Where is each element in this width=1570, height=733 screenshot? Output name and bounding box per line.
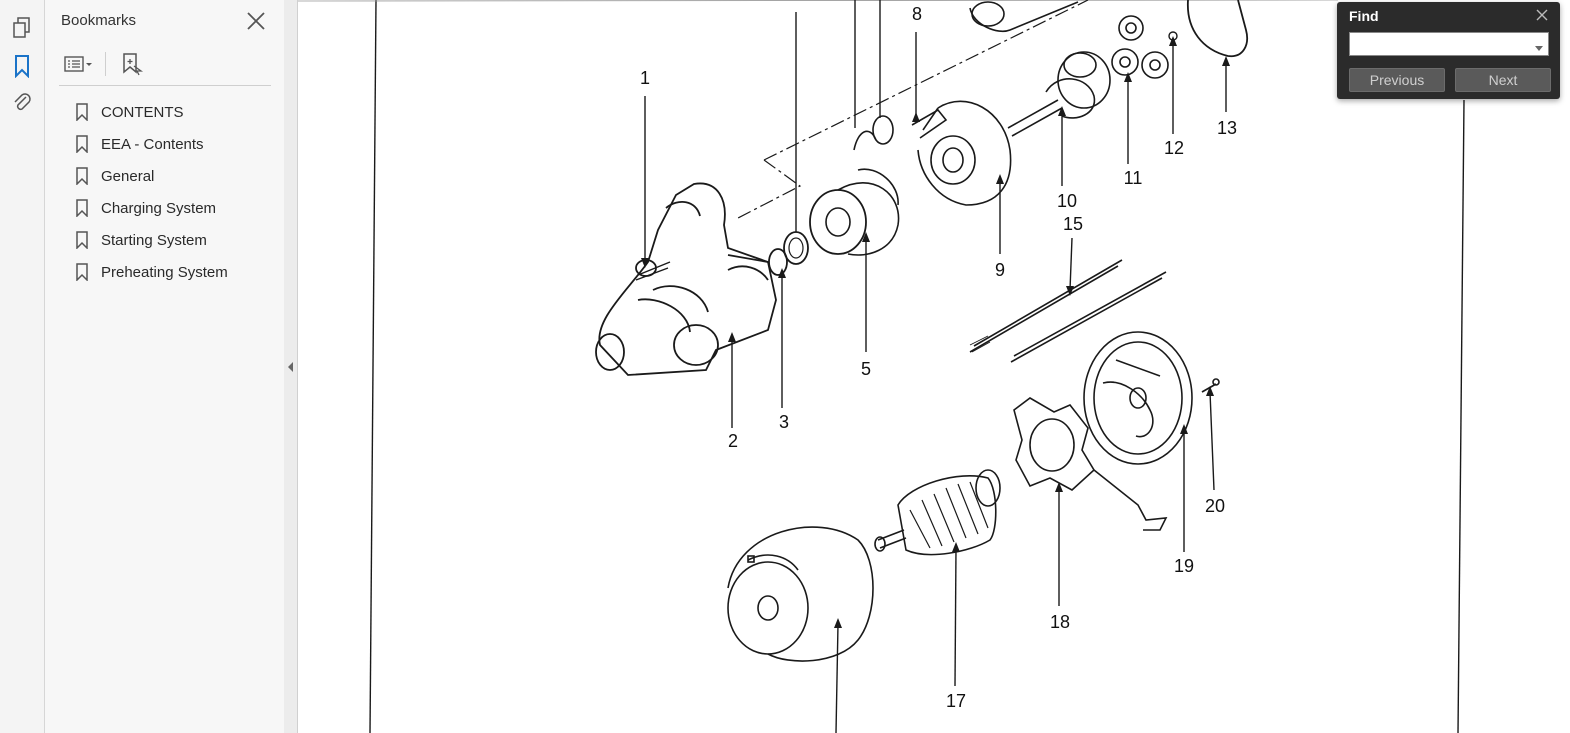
- part-number-label: 20: [1205, 496, 1225, 516]
- bookmark-item[interactable]: General: [75, 160, 228, 192]
- bookmark-item[interactable]: Charging System: [75, 192, 228, 224]
- snap-ring-part: [768, 248, 788, 276]
- bookmarks-icon[interactable]: [8, 52, 36, 80]
- find-input[interactable]: [1349, 32, 1549, 56]
- bookmark-label: General: [101, 167, 155, 185]
- part-number-label: 1: [640, 68, 650, 88]
- bookmark-toolbar: [61, 50, 150, 78]
- bookmark-item[interactable]: Starting System: [75, 224, 228, 256]
- bookmark-icon: [75, 103, 89, 121]
- toolbar-separator: [105, 52, 106, 76]
- bookmark-icon: [75, 167, 89, 185]
- add-bookmark-button[interactable]: [114, 50, 150, 78]
- tool-rail: [0, 0, 45, 733]
- bookmark-label: Starting System: [101, 231, 207, 249]
- bookmark-label: CONTENTS: [101, 103, 184, 121]
- pages-thumbnail-icon[interactable]: [8, 14, 36, 42]
- bookmark-icon: [75, 263, 89, 281]
- part-number-label: 2: [728, 431, 738, 451]
- planet-gears-part: [1111, 15, 1169, 79]
- part-number-label: 19: [1174, 556, 1194, 576]
- find-dropdown-icon[interactable]: [1534, 40, 1544, 58]
- find-next-button[interactable]: Next: [1455, 68, 1551, 92]
- panel-splitter[interactable]: [284, 0, 298, 733]
- planetary-shaft-part: [1007, 51, 1111, 137]
- close-icon[interactable]: [245, 10, 267, 32]
- find-title: Find: [1349, 8, 1379, 24]
- bookmark-label: Preheating System: [101, 263, 228, 281]
- bookmark-icon: [75, 231, 89, 249]
- panel-title: Bookmarks: [61, 12, 137, 29]
- bookmark-label: Charging System: [101, 199, 217, 217]
- panel-divider: [59, 85, 271, 86]
- part-number-label: 3: [779, 412, 789, 432]
- attachments-icon[interactable]: [8, 88, 36, 116]
- bookmark-item[interactable]: CONTENTS: [75, 96, 228, 128]
- bookmark-label: EEA - Contents: [101, 135, 204, 153]
- end-cover-part: [1083, 331, 1193, 465]
- armature-part: [874, 469, 1001, 556]
- bookmark-icon: [75, 199, 89, 217]
- part-number-label: 13: [1217, 118, 1237, 138]
- part-number-label: 11: [1124, 168, 1143, 188]
- bookmark-item[interactable]: EEA - Contents: [75, 128, 228, 160]
- part-number-label: 15: [1063, 214, 1083, 234]
- part-number-label: 8: [912, 4, 922, 24]
- part-number-label: 9: [995, 260, 1005, 280]
- find-dialog: Find Previous Next: [1337, 2, 1560, 99]
- yoke-part: [727, 526, 874, 662]
- gear-housing-part: [917, 100, 1012, 206]
- brush-holder-part: [1013, 397, 1168, 531]
- part-number-label: 17: [946, 691, 966, 711]
- bookmark-options-button[interactable]: [61, 50, 97, 78]
- bookmark-icon: [75, 135, 89, 153]
- part-number-label: 5: [861, 359, 871, 379]
- part-number-label: 12: [1164, 138, 1184, 158]
- collapse-arrow-icon[interactable]: [287, 360, 295, 379]
- part-number-label: 18: [1050, 612, 1070, 632]
- find-close-icon[interactable]: [1535, 8, 1549, 22]
- pinion-clutch-part: [809, 108, 948, 256]
- bookmark-item[interactable]: Preheating System: [75, 256, 228, 288]
- part-number-label: 10: [1057, 191, 1077, 211]
- find-previous-button[interactable]: Previous: [1349, 68, 1445, 92]
